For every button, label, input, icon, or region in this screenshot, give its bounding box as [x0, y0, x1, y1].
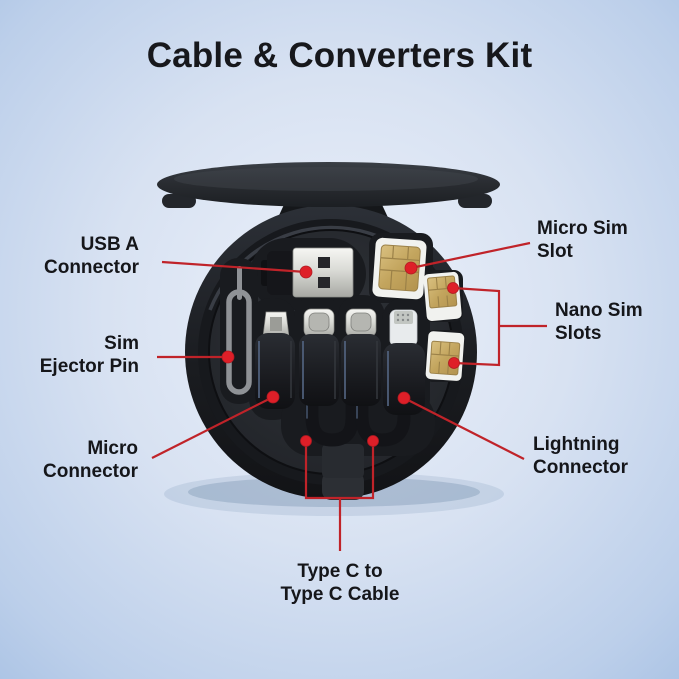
lightning-plug — [383, 309, 425, 415]
tray-center-notch — [322, 444, 364, 478]
micro-sim-card — [372, 237, 427, 300]
callout-line-usb-a — [161, 260, 307, 274]
label-usb-a-connector: USB A Connector — [44, 234, 139, 278]
usb-a-connector — [261, 247, 354, 298]
callout-bracket-nano-sim — [452, 286, 501, 367]
callout-line-micro-connector — [151, 396, 274, 459]
label-sim-ejector-pin: Sim Ejector Pin — [39, 333, 139, 377]
callout-line-micro-sim — [410, 241, 531, 270]
callout-dot-usb-a — [299, 265, 313, 279]
callout-dot-cable-right — [367, 435, 379, 447]
callout-dot-nano-sim-top — [447, 282, 459, 294]
type-c-plug-left — [299, 308, 339, 406]
label-micro-connector: Micro Connector — [43, 438, 138, 482]
type-c-plug-right — [341, 308, 381, 406]
callout-line-lightning — [403, 397, 525, 460]
nano-sim-card-bottom — [425, 331, 465, 381]
callout-dot-cable-left — [300, 435, 312, 447]
callout-lines — [151, 241, 547, 551]
callout-dot-micro-sim — [404, 261, 418, 275]
callout-dot-nano-sim-bottom — [448, 357, 460, 369]
case-lid — [157, 162, 500, 208]
callout-dot-micro-connector — [266, 390, 280, 404]
case-bottom-tab — [322, 472, 364, 500]
callout-dot-lightning — [397, 391, 411, 405]
micro-usb-plug — [255, 311, 295, 409]
label-micro-sim-slot: Micro Sim Slot — [537, 218, 628, 262]
callout-dots — [221, 261, 460, 447]
label-lightning-connector: Lightning Connector — [533, 434, 628, 478]
callout-dot-sim-ejector — [221, 350, 235, 364]
nano-sim-card-top — [423, 271, 462, 321]
sim-ejector-pin — [226, 266, 252, 395]
label-nano-sim-slots: Nano Sim Slots — [555, 300, 643, 344]
label-type-c-cable: Type C to Type C Cable — [280, 561, 400, 605]
page-title: Cable & Converters Kit — [146, 36, 533, 75]
